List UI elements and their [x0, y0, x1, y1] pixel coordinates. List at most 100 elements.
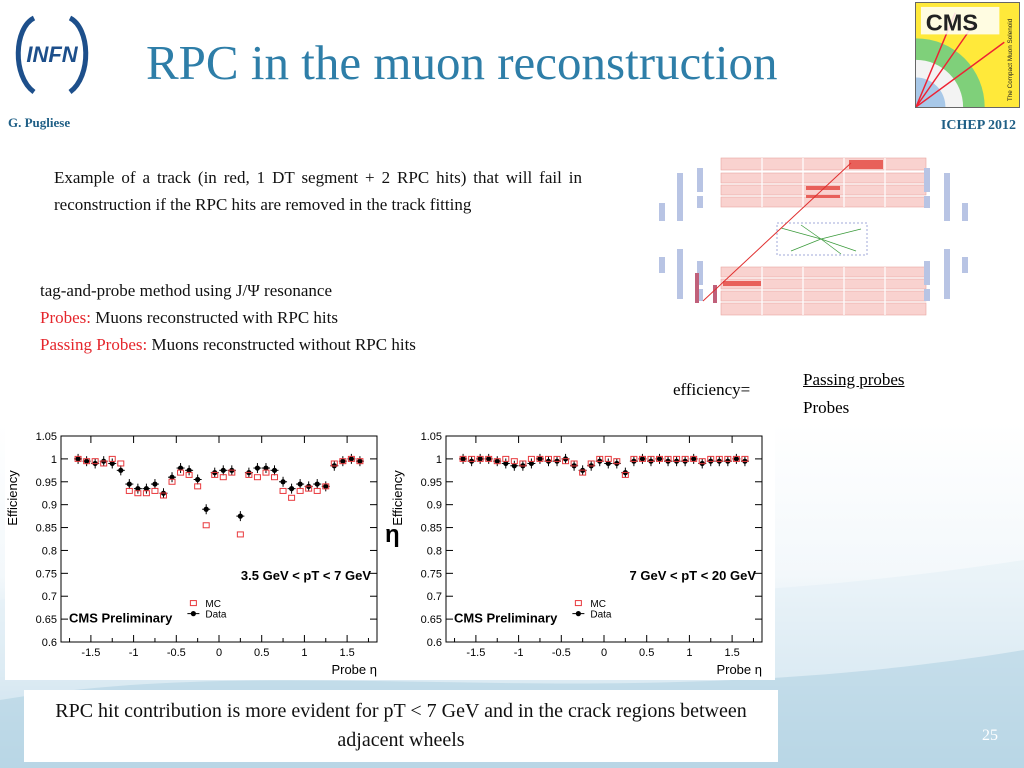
infn-logo: INFN	[4, 6, 100, 106]
mc-point	[587, 460, 595, 467]
eta-symbol: η	[385, 521, 400, 548]
mc-point	[536, 455, 544, 462]
plot-frame	[445, 435, 763, 643]
mc-point	[159, 492, 167, 499]
x-tick-label: -1.5	[466, 647, 485, 659]
data-point	[297, 481, 303, 487]
mc-point	[177, 469, 185, 476]
plot-frame	[60, 435, 378, 643]
efficiency-label: efficiency=	[673, 380, 751, 399]
mc-point	[108, 455, 116, 462]
data-point	[460, 456, 466, 462]
mc-point	[519, 460, 527, 467]
y-tick-label: 0.95	[36, 477, 57, 489]
mc-point	[279, 487, 287, 494]
mc-point	[185, 471, 193, 478]
mc-point	[142, 490, 150, 497]
y-tick-label: 0.75	[36, 568, 57, 580]
data-point	[263, 465, 269, 471]
mc-point	[630, 455, 638, 462]
y-tick-label: 0.9	[42, 500, 57, 512]
mc-point	[271, 474, 279, 481]
mc-point	[305, 485, 313, 492]
mc-point	[262, 469, 270, 476]
y-tick-label: 0.85	[421, 523, 442, 535]
cms-preliminary-label: CMS Preliminary	[69, 610, 173, 625]
mc-point	[468, 455, 476, 462]
data-point	[135, 486, 141, 492]
y-tick-label: 1.05	[36, 431, 57, 443]
mc-point	[732, 455, 740, 462]
probes-key: Probes:	[40, 308, 91, 327]
mc-point	[322, 483, 330, 490]
mc-point	[664, 455, 672, 462]
data-point	[486, 456, 492, 462]
data-point	[323, 483, 329, 489]
data-point	[280, 479, 286, 485]
x-axis-label: Probe η	[331, 662, 377, 677]
mc-point	[330, 460, 338, 467]
mc-point	[656, 455, 664, 462]
mc-point	[638, 455, 646, 462]
mc-point	[741, 455, 749, 462]
y-tick-label: 0.65	[36, 614, 57, 626]
legend-mc-marker	[189, 600, 197, 607]
pt-range-annotation: 7 GeV < pT < 20 GeV	[630, 568, 757, 583]
mc-point	[476, 455, 484, 462]
probes-value: Muons reconstructed with RPC hits	[91, 308, 338, 327]
mc-point	[502, 455, 510, 462]
data-point	[528, 460, 535, 467]
cms-logo-text: CMS	[926, 9, 978, 35]
track-example-text: Example of a track (in red, 1 DT segment…	[44, 162, 592, 220]
data-point	[537, 456, 543, 462]
mc-point	[459, 455, 467, 462]
data-point	[186, 467, 192, 473]
mc-point	[613, 458, 621, 465]
data-point	[84, 458, 90, 464]
mc-point	[100, 460, 108, 467]
mc-point	[604, 455, 612, 462]
y-axis-label: Efficiency	[390, 470, 405, 526]
efficiency-chart-low-pt: 0.60.650.70.750.80.850.90.9511.05-1.5-1-…	[5, 431, 378, 677]
data-point	[220, 467, 226, 473]
mc-point	[288, 494, 296, 501]
data-point	[254, 465, 261, 471]
efficiency-chart-high-pt: 0.60.650.70.750.80.850.90.9511.05-1.5-1-…	[390, 431, 763, 677]
mc-point	[596, 455, 604, 462]
y-tick-label: 0.8	[427, 545, 442, 557]
y-tick-label: 0.6	[42, 637, 57, 649]
mc-point	[134, 490, 142, 497]
cms-logo-subtext: The Compact Muon Solenoid	[1007, 18, 1014, 101]
mc-point	[125, 487, 133, 494]
data-point	[177, 465, 184, 471]
data-point	[357, 458, 363, 464]
y-tick-label: 0.7	[427, 591, 442, 603]
legend-data-label: Data	[205, 610, 227, 621]
mc-point	[715, 455, 723, 462]
mc-point	[510, 458, 518, 465]
legend-data-label: Data	[590, 610, 612, 621]
legend-mc-label: MC	[205, 599, 221, 610]
legend-mc-label: MC	[590, 599, 606, 610]
mc-point	[673, 455, 681, 462]
mc-point	[570, 460, 578, 467]
mc-point	[579, 469, 587, 476]
data-point	[75, 456, 81, 462]
data-point	[348, 456, 354, 462]
tag-and-probe-line: tag-and-probe method using J/Ψ resonance	[40, 281, 333, 300]
data-point	[656, 456, 663, 462]
mc-point	[313, 487, 321, 494]
data-point	[169, 474, 175, 480]
mc-point	[544, 455, 552, 462]
tag-and-probe-box: tag-and-probe method using J/Ψ resonance…	[30, 275, 575, 360]
x-tick-label: -1.5	[81, 647, 100, 659]
y-tick-label: 0.65	[421, 614, 442, 626]
x-tick-label: 0	[216, 647, 222, 659]
data-point	[511, 463, 517, 469]
x-tick-label: -1	[129, 647, 139, 659]
mc-point	[219, 474, 227, 481]
data-point	[237, 513, 243, 519]
mc-point	[236, 531, 244, 538]
data-point	[126, 481, 132, 487]
